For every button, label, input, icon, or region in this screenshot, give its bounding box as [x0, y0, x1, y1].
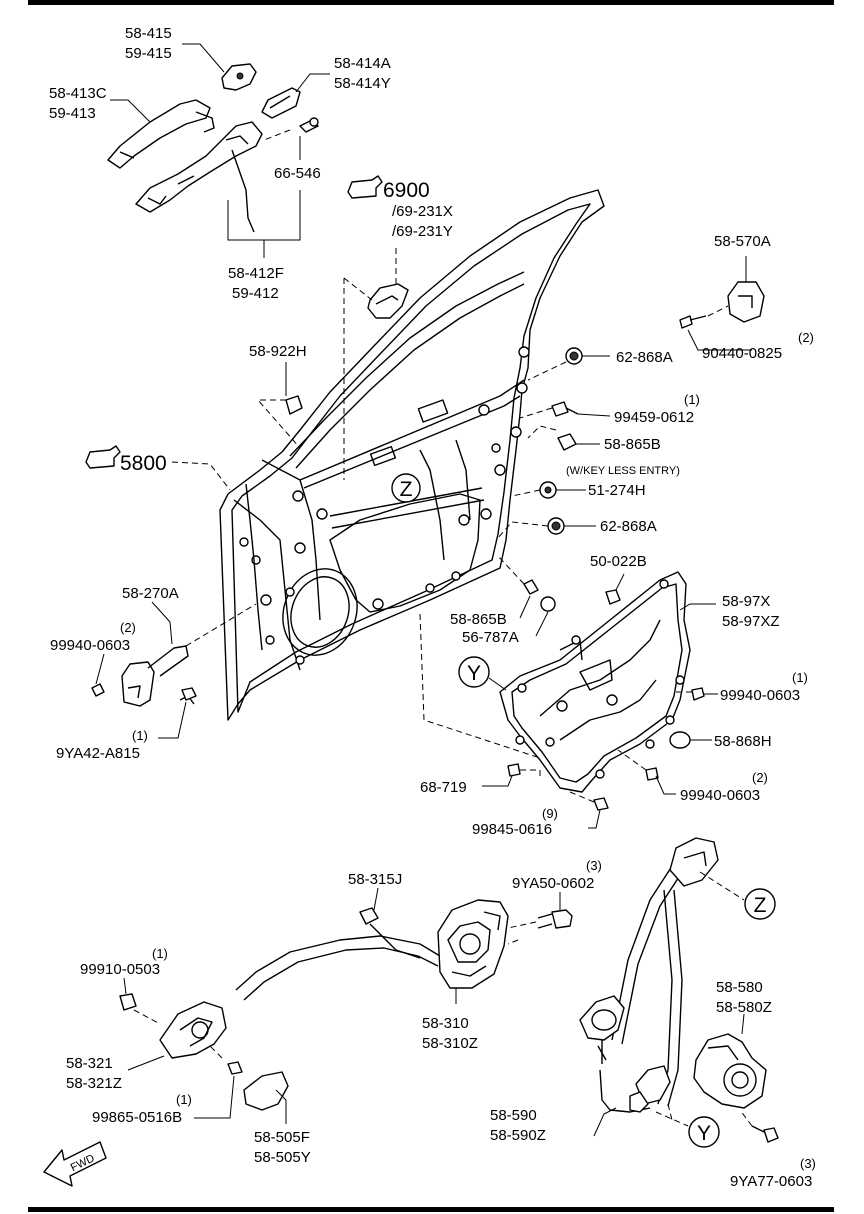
label-58-865B-lower: 58-865B: [450, 611, 507, 628]
label-99940-0603-left: 99940-0603: [50, 637, 130, 654]
label-qty-99459: (1): [684, 392, 700, 407]
label-58-505Y: 58-505Y: [254, 1149, 311, 1166]
callout-y2-circle: [688, 1116, 720, 1148]
label-58-590: 58-590: [490, 1107, 537, 1124]
ref-hand-icon-6900: [347, 175, 383, 199]
patch-58-922H: [256, 362, 303, 449]
window-motor: [693, 1033, 767, 1109]
label-99845-0616: 99845-0616: [472, 821, 552, 838]
label-69-231Y: /69-231Y: [392, 223, 453, 240]
bracket-58-570A: [679, 256, 765, 351]
handle-gasket: [261, 87, 301, 119]
label-58-868H: 58-868H: [714, 733, 772, 750]
panel-clips: [419, 555, 718, 829]
label-9YA42-A815: 9YA42-A815: [56, 745, 140, 762]
label-62-868A-upper: 62-868A: [616, 349, 673, 366]
patch-6900: [343, 248, 409, 480]
label-keyless-note: (W/KEY LESS ENTRY): [566, 465, 680, 477]
label-58-580Z: 58-580Z: [716, 999, 772, 1016]
label-58-505F: 58-505F: [254, 1129, 310, 1146]
label-58-580: 58-580: [716, 979, 763, 996]
label-58-415: 58-415: [125, 25, 172, 42]
label-58-321Z: 58-321Z: [66, 1075, 122, 1092]
label-58-590Z: 58-590Z: [490, 1127, 546, 1144]
label-qty-99910: (1): [152, 946, 168, 961]
label-qty-9YA42: (1): [132, 728, 148, 743]
inner-handle: [159, 1001, 227, 1059]
label-99940-0603-right: 99940-0603: [720, 687, 800, 704]
top-rule: [28, 0, 834, 5]
label-58-315J: 58-315J: [348, 871, 402, 888]
callout-z-door: Z: [400, 478, 413, 501]
label-qty-99940-lower: (2): [752, 770, 768, 785]
ref-hand-icon-5800: [85, 445, 121, 469]
label-59-412: 59-412: [232, 285, 279, 302]
label-58-310: 58-310: [422, 1015, 469, 1032]
inner-panel: Y: [458, 571, 691, 793]
label-58-414Y: 58-414Y: [334, 75, 391, 92]
label-99940-0603-lower: 99940-0603: [680, 787, 760, 804]
label-9YA50-0602: 9YA50-0602: [512, 875, 594, 892]
handle-bracket: [135, 121, 263, 213]
label-68-719: 68-719: [420, 779, 467, 796]
label-90440-0825: 90440-0825: [702, 345, 782, 362]
label-99459-0612: 99459-0612: [614, 409, 694, 426]
label-qty-90440: (2): [798, 330, 814, 345]
outer-handle-group: [107, 43, 330, 258]
fwd-arrow: FWD: [43, 1141, 107, 1187]
right-fasteners: [495, 347, 611, 541]
label-56-787A: 56-787A: [462, 629, 519, 646]
label-69-231X: /69-231X: [392, 203, 453, 220]
label-66-546: 66-546: [274, 165, 321, 182]
label-qty-9YA50: (3): [586, 858, 602, 873]
latch-group: [119, 887, 573, 1124]
label-99865-0516B: 99865-0516B: [92, 1109, 182, 1126]
label-6900: 6900: [383, 179, 430, 202]
label-58-413C: 58-413C: [49, 85, 107, 102]
callout-z2-circle: [744, 888, 776, 920]
door-shell: Z: [219, 189, 605, 721]
label-59-413: 59-413: [49, 105, 96, 122]
callout-y-circle: [458, 656, 490, 688]
label-58-922H: 58-922H: [249, 343, 307, 360]
label-qty-9YA77: (3): [800, 1156, 816, 1171]
outer-handle: [107, 99, 211, 169]
label-58-414A: 58-414A: [334, 55, 391, 72]
door-latch: [437, 899, 509, 989]
label-99910-0503: 99910-0503: [80, 961, 160, 978]
label-58-321: 58-321: [66, 1055, 113, 1072]
label-58-97XZ: 58-97XZ: [722, 613, 780, 630]
label-51-274H: 51-274H: [588, 482, 646, 499]
label-58-865B-upper: 58-865B: [604, 436, 661, 453]
label-qty-99940-right: (1): [792, 670, 808, 685]
bottom-rule: [28, 1207, 834, 1212]
label-58-310Z: 58-310Z: [422, 1035, 478, 1052]
label-50-022B: 50-022B: [590, 553, 647, 570]
label-58-270A: 58-270A: [122, 585, 179, 602]
label-58-412F: 58-412F: [228, 265, 284, 282]
label-5800: 5800: [120, 452, 167, 475]
label-58-570A: 58-570A: [714, 233, 771, 250]
label-qty-99865: (1): [176, 1092, 192, 1107]
label-qty-99940-left: (2): [120, 620, 136, 635]
label-58-97X: 58-97X: [722, 593, 770, 610]
speaker-hole: [282, 568, 358, 656]
callout-z-regulator: Z: [754, 894, 767, 917]
callout-z-circle: [391, 473, 421, 503]
callout-y-regulator: Y: [697, 1122, 711, 1145]
label-59-415: 59-415: [125, 45, 172, 62]
label-qty-99845: (9): [542, 806, 558, 821]
label-62-868A-lower: 62-868A: [600, 518, 657, 535]
label-9YA77-0603: 9YA77-0603: [730, 1173, 812, 1190]
window-regulator: Z Y: [579, 837, 779, 1148]
handle-cover: [243, 1071, 289, 1111]
callout-y-panel: Y: [467, 662, 481, 685]
door-check: [91, 601, 257, 739]
